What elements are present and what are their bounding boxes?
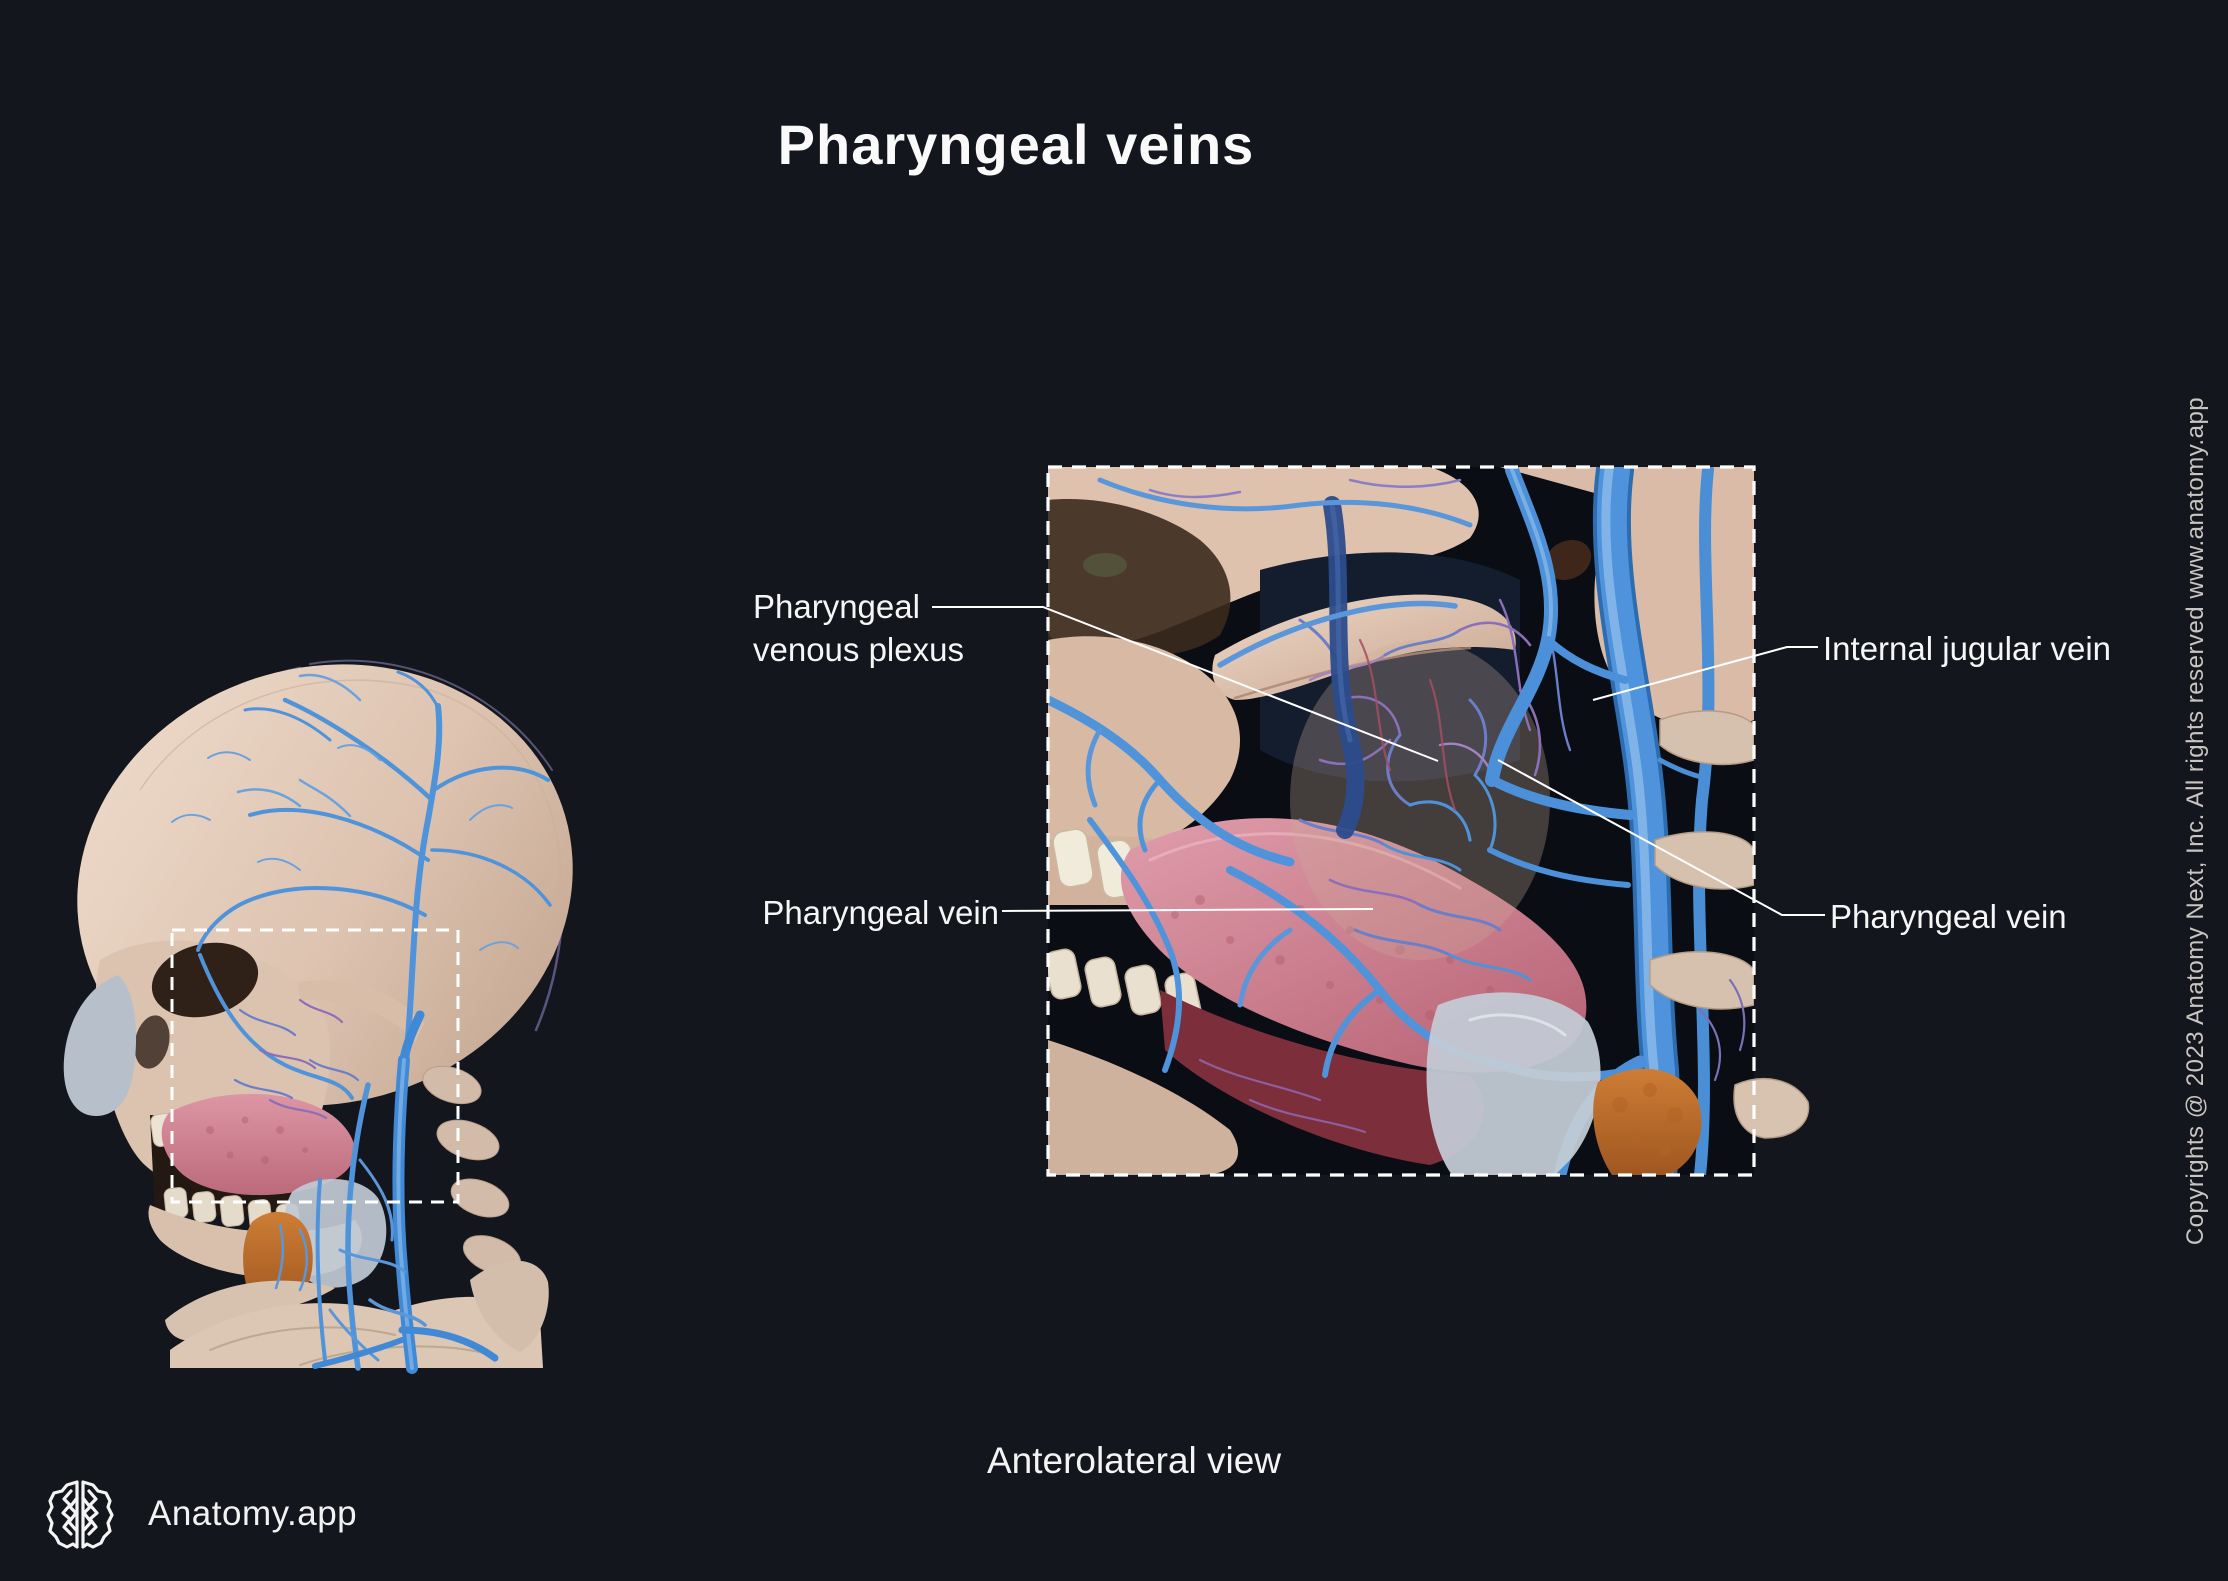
larynx-cartilage <box>1426 992 1601 1175</box>
vein-highlight <box>1510 468 1554 642</box>
mouth-floor <box>1160 990 1485 1165</box>
label-line: Pharyngeal <box>753 588 920 625</box>
view-caption: Anterolateral view <box>986 1440 1282 1481</box>
pharynx-wall <box>1290 640 1550 960</box>
mandible <box>1048 1040 1239 1175</box>
vertebra-overflow <box>1733 1078 1810 1139</box>
anatomy-app-logo: Anatomy.app <box>42 1476 357 1552</box>
zygomatic-arch <box>298 980 424 1042</box>
cervical-vertebrae <box>422 1065 522 1275</box>
head-veins <box>171 670 552 1374</box>
label-pharyngeal-venous-plexus: Pharyngeal venous plexus <box>753 585 964 671</box>
eye-orbit <box>151 942 259 1018</box>
inset-clipped-content <box>1048 467 1754 1175</box>
brain-icon <box>46 1480 114 1549</box>
nose-cartilage <box>63 975 137 1116</box>
app-name: Anatomy.app <box>148 1494 358 1533</box>
scalp-vein <box>309 659 553 771</box>
soft-tissue-spot <box>1083 553 1127 577</box>
label-pharyngeal-vein-right: Pharyngeal vein <box>1830 898 2067 935</box>
small-purple-veins <box>1198 978 1746 1134</box>
rib-shadow <box>299 1345 481 1366</box>
thyroid-gland <box>1593 1068 1702 1175</box>
scapula <box>470 1260 549 1352</box>
overview-anatomy-figure <box>63 659 573 1374</box>
ear-canal <box>1544 540 1592 580</box>
label-internal-jugular-vein: Internal jugular vein <box>1823 630 2112 667</box>
tongue <box>161 1093 355 1196</box>
rib-shadow <box>209 1326 396 1351</box>
inset-anatomy-figure <box>1046 465 1810 1177</box>
skull-suture <box>139 679 431 791</box>
copyright-text: Copyrights @ 2023 Anatomy Next, Inc. All… <box>2182 396 2209 1246</box>
page-title: Pharyngeal veins <box>777 112 1255 176</box>
skull-suture <box>429 689 562 891</box>
tongue-highlight <box>1148 832 1462 890</box>
tongue-texture <box>206 1116 308 1164</box>
ribs-sternum <box>170 1296 543 1368</box>
nasal-aperture <box>134 1015 170 1069</box>
label-line: venous plexus <box>753 631 964 668</box>
thyroid-texture <box>1612 1083 1683 1156</box>
larynx-highlight <box>1468 1013 1567 1037</box>
overview-highlight-region <box>170 928 460 1204</box>
clavicle <box>165 1280 335 1341</box>
label-pharyngeal-vein-left: Pharyngeal vein <box>762 894 999 931</box>
